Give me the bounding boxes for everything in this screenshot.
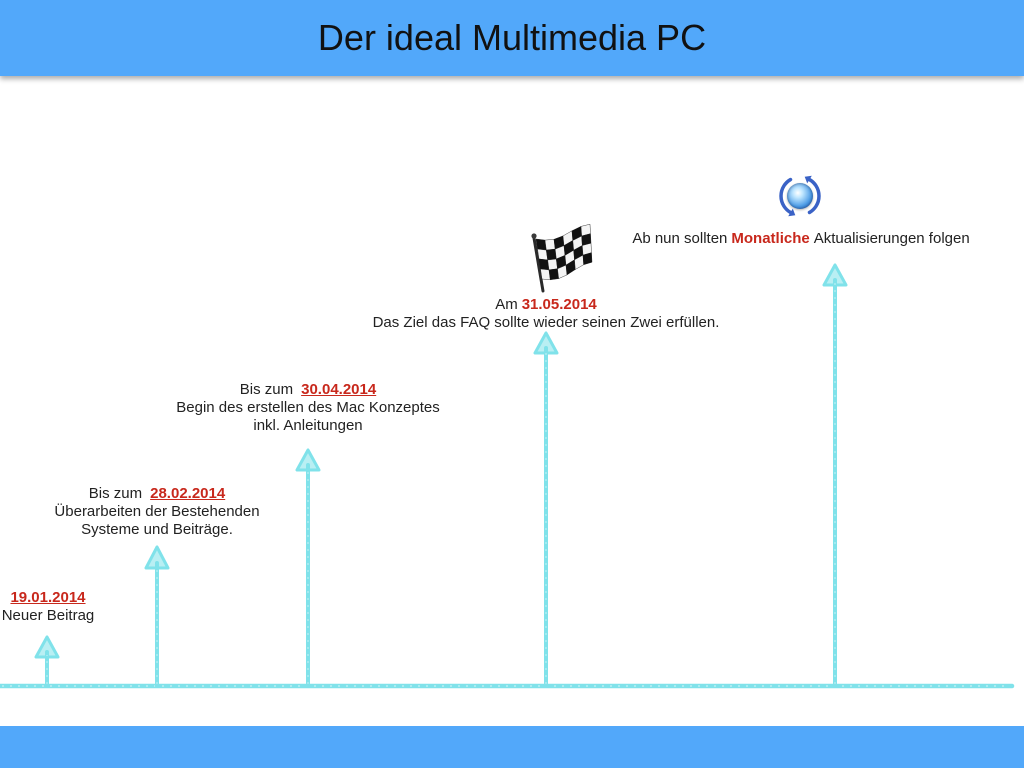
sync-arrows: [779, 175, 821, 217]
milestone-4-date: 31.05.2014: [521, 296, 597, 313]
flag-square: [540, 268, 551, 281]
milestone-3-prefix: Bis zum: [239, 381, 294, 398]
timeline-arrow-1: [34, 635, 60, 688]
flag-square: [544, 239, 556, 251]
flag-square: [535, 238, 547, 251]
milestone-5-prefix: Ab nun sollten: [632, 230, 728, 247]
milestone-3-text-line-1: Begin des erstellen des Mac Konzeptes: [176, 399, 440, 416]
flag-square: [547, 258, 558, 271]
timeline-arrow-3: [295, 448, 321, 688]
flag-cloth: [535, 224, 593, 281]
globe-sphere: [787, 183, 813, 209]
milestone-1-date: 19.01.2014: [10, 589, 86, 606]
milestone-2-date-line: Bis zum 28.02.2014: [17, 485, 297, 503]
milestone-5-suffix: Aktualisierungen folgen: [813, 230, 970, 247]
timeline-arrow-5: [822, 263, 848, 688]
milestone-4-prefix: Am: [495, 296, 518, 313]
milestone-3-date: 30.04.2014: [301, 381, 377, 398]
milestone-2-date: 28.02.2014: [150, 485, 226, 502]
globe-sync-icon: [776, 172, 824, 220]
flag-square: [537, 248, 548, 261]
flag-square: [538, 258, 550, 271]
flag-square: [582, 252, 593, 265]
milestone-4-text: Das Ziel das FAQ sollte wieder seinen Zw…: [372, 314, 720, 331]
milestone-2-label: Bis zum 28.02.2014 Überarbeiten der Beste…: [17, 485, 297, 539]
timeline-arrow-4: [533, 331, 559, 688]
milestone-3-date-line: Bis zum 30.04.2014: [148, 381, 468, 399]
milestone-1-text: Neuer Beitrag: [1, 607, 95, 624]
milestone-1-date-line: 19.01.2014: [0, 589, 96, 607]
milestone-2-prefix: Bis zum: [88, 485, 143, 502]
flag-square: [548, 268, 559, 281]
timeline-arrow-2: [144, 545, 170, 688]
milestone-2-text-line-2: Systeme und Beiträge.: [81, 521, 233, 538]
milestone-2-text-line-1: Überarbeiten der Bestehenden: [54, 503, 260, 520]
slide-title: Der ideal Multimedia PC: [317, 17, 707, 58]
milestone-1-label: 19.01.2014 Neuer Beitrag: [0, 589, 96, 625]
milestone-3-label: Bis zum 30.04.2014 Begin des erstellen de…: [148, 381, 468, 435]
milestone-3-text-line-2: inkl. Anleitungen: [253, 417, 363, 434]
footer-bar: [0, 726, 1024, 768]
milestone-5-highlight: Monatliche: [731, 230, 810, 247]
checkered-flag-icon: [531, 224, 593, 293]
title-bar: Der ideal Multimedia PC: [0, 0, 1024, 76]
flag-square: [546, 248, 557, 261]
